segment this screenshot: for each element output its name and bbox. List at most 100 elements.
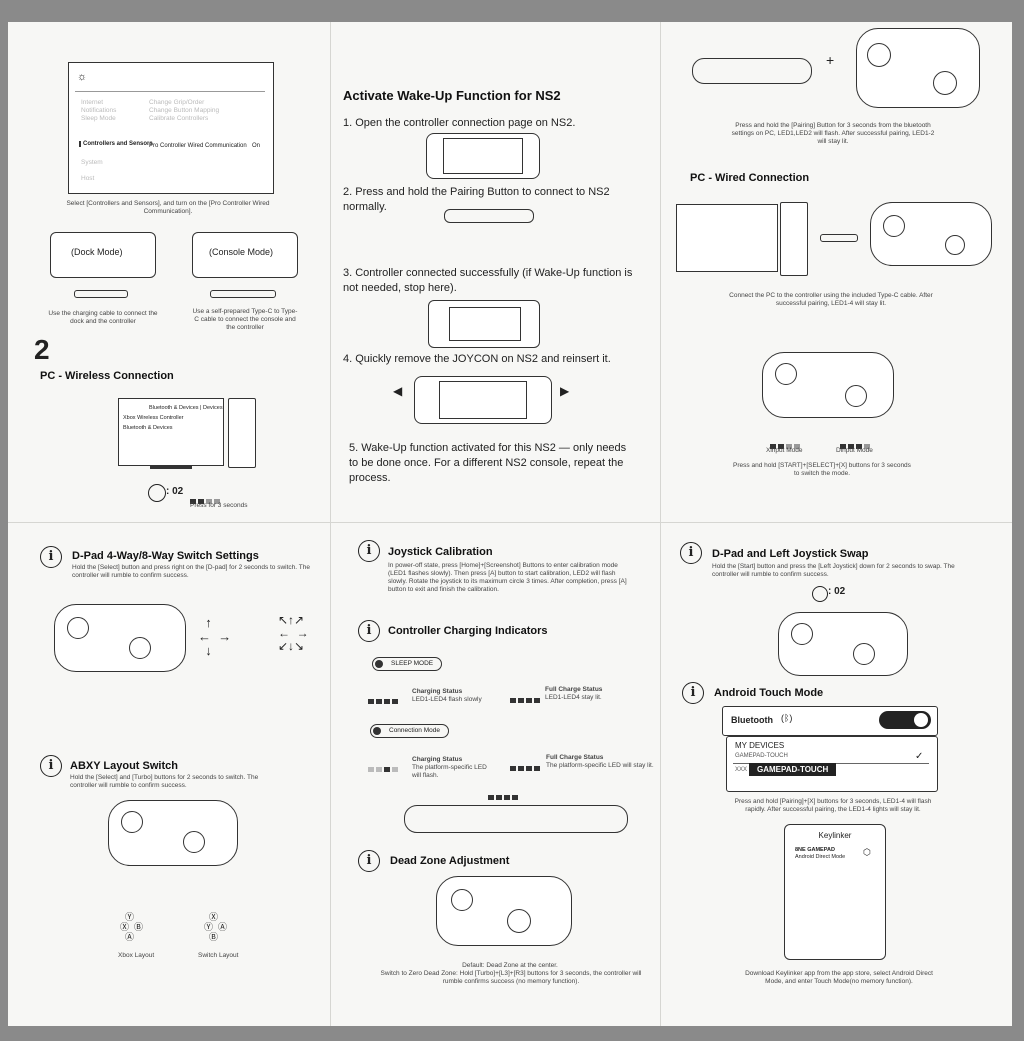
xbox-layout-label: Xbox Layout [118,952,155,959]
charging-title: Controller Charging Indicators [388,625,548,637]
wired-caption: Connect the PC to the controller using t… [729,292,933,307]
settings-caption: Select [Controllers and Sensors], and tu… [66,200,270,215]
step-1: 1. Open the controller connection page o… [343,117,576,129]
divider [75,91,265,92]
timer-icon [148,484,166,502]
xinput-label: Xinput Mode [766,447,803,454]
dpad-desc: Hold the [Select] button and press right… [72,564,310,579]
led-indicator [510,758,542,776]
timer-icon [812,586,828,602]
charging-status-label: Charging Status [412,756,463,763]
charging-status-desc: LED1-LED4 flash slowly [412,696,482,703]
joycon-remove-illustration [414,376,552,424]
bluetooth-toggle[interactable] [879,711,931,729]
gear-icon: ☼ [77,71,88,83]
full-charge-label: Full Charge Status [546,754,604,761]
bt-window-title: Bluetooth & Devices | Devices [149,405,223,411]
console-mode-label: (Console Mode) [209,247,274,257]
dock-caption: Use the charging cable to connect the do… [48,310,158,325]
controller-illustration [856,28,980,108]
ns2-console-illustration [426,133,540,179]
monitor-illustration [676,204,778,272]
controller-illustration [436,876,572,946]
info-icon: i [358,540,380,562]
hexagon-icon: ⬡ [863,847,871,857]
joystick-title: Joystick Calibration [388,546,493,558]
led-indicator [368,691,400,709]
step-4: 4. Quickly remove the JOYCON on NS2 and … [343,353,611,365]
connected-screen-illustration [428,300,540,348]
info-icon: i [680,542,702,564]
pc-wired-title: PC - Wired Connection [690,172,810,184]
led-indicator [368,759,400,777]
deadzone-desc: Switch to Zero Dead Zone: Hold [Turbo]+[… [380,970,642,985]
connection-mode-pill: Connection Mode [370,724,449,738]
info-icon: i [682,682,704,704]
bluetooth-label: Bluetooth [731,715,773,725]
pair-desc: Press and hold [Pairing]+[X] buttons for… [734,798,932,813]
press-caption: Press for 3 seconds [190,502,248,509]
led-indicator [488,787,520,805]
arrow-right-icon: ▶ [560,384,570,398]
timer-label: : 02 [166,486,184,497]
led-indicator [840,436,872,454]
pc-tower-illustration [780,202,808,276]
download-desc: Download Keylinker app from the app stor… [745,970,933,985]
bluetooth-icon: (ᛒ) [781,713,793,723]
settings-on-value: On [252,143,261,149]
monitor-stand [150,465,192,469]
8way-arrows-icon: ↖↑↗← →↙↓↘ [278,613,309,653]
led-indicator [190,491,222,509]
bluetooth-row[interactable]: Bluetooth (ᛒ) [722,706,938,736]
pairing-button-illustration [692,58,812,84]
dpad-title: D-Pad 4-Way/8-Way Switch Settings [72,550,259,562]
cable-icon [820,234,858,242]
device-prefix: XXX [735,767,748,773]
device-name[interactable]: GAMEPAD-TOUCH [735,753,788,759]
devices-panel: MY DEVICES GAMEPAD-TOUCH ✓ XXX GAMEPAD-T… [726,736,938,792]
info-icon: i [40,546,62,568]
step-5: 5. Wake-Up function activated for this N… [349,442,627,484]
cable-icon [74,290,128,298]
full-charge-desc: The platform-specific LED will stay lit. [546,762,654,769]
led-indicator [510,690,542,708]
controller-illustration [870,202,992,266]
app-line: Android Direct Mode [795,854,846,860]
bt-item: Bluetooth & Devices [123,425,173,431]
dock-mode-label: (Dock Mode) [71,247,123,257]
bt-item: Xbox Wireless Controller [123,415,184,421]
switch-dock-illustration: (Dock Mode) [50,232,156,278]
step-2: 2. Press and hold the Pairing Button to … [343,186,610,213]
sleep-mode-pill: SLEEP MODE [372,657,443,671]
controller-illustration [54,604,186,672]
pairing-button-illustration [444,209,534,223]
check-icon: ✓ [915,751,924,762]
pc-wireless-title: PC - Wireless Connection [40,370,174,382]
my-devices-label: MY DEVICES [735,741,785,750]
switch-layout-label: Switch Layout [198,952,239,959]
controller-top-illustration [404,805,628,833]
abxy-desc: Hold the [Select] and [Turbo] buttons fo… [70,774,259,789]
mode-caption: Press and hold [START]+[SELECT]+[X] butt… [733,462,911,477]
monitor-illustration: Bluetooth & Devices | Devices Xbox Wirel… [118,398,224,466]
joystick-desc: In power-off state, press [Home]+[Screen… [388,562,627,593]
swap-desc: Hold the [Start] button and press the [L… [712,563,955,578]
controller-illustration [108,800,238,866]
device-highlight[interactable]: GAMEPAD-TOUCH [749,763,837,776]
fold-line [330,22,331,1026]
console-caption: Use a self-prepared Type-C to Type-C cab… [192,308,298,331]
timer-label: : 02 [828,586,846,597]
info-icon: i [358,850,380,872]
4way-arrows-icon: ↑← → ↓ [198,615,232,658]
charging-status-desc: The platform-specific LED will flash. [412,764,487,779]
step-number: 2 [34,334,50,365]
full-charge-label: Full Charge Status [545,686,603,693]
wakeup-title: Activate Wake-Up Function for NS2 [343,88,561,103]
cable-icon [210,290,276,298]
charging-status-label: Charging Status [412,688,463,695]
